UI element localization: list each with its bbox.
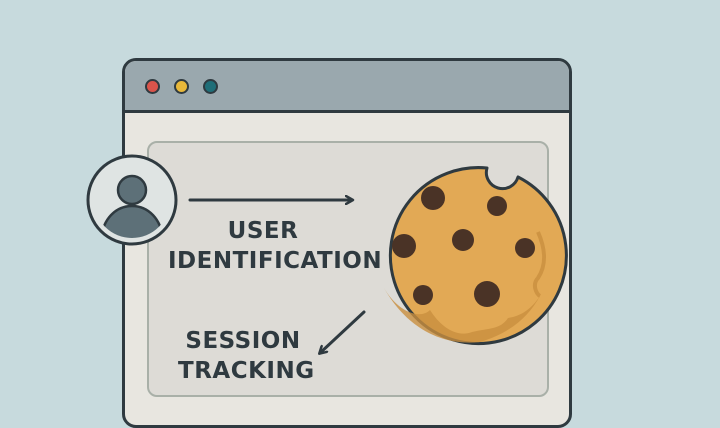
arrow-down-left-icon: [320, 310, 366, 353]
close-window-dot[interactable]: [145, 79, 160, 94]
maximize-window-dot[interactable]: [203, 79, 218, 94]
minimize-window-dot[interactable]: [174, 79, 189, 94]
user-identification-line-1: USER: [227, 218, 299, 244]
session-tracking-line-1: SESSION: [185, 328, 301, 354]
user-identification-line-2: IDENTIFICATION: [168, 248, 383, 274]
browser-title-bar: [125, 61, 569, 113]
session-tracking-label: SESSION TRACKING: [178, 326, 315, 386]
session-tracking-line-2: TRACKING: [178, 358, 315, 384]
cookie-icon: [384, 166, 568, 346]
user-avatar-icon: [86, 154, 178, 246]
illustration-layer: [86, 154, 568, 405]
user-identification-label: USER IDENTIFICATION: [168, 216, 383, 276]
